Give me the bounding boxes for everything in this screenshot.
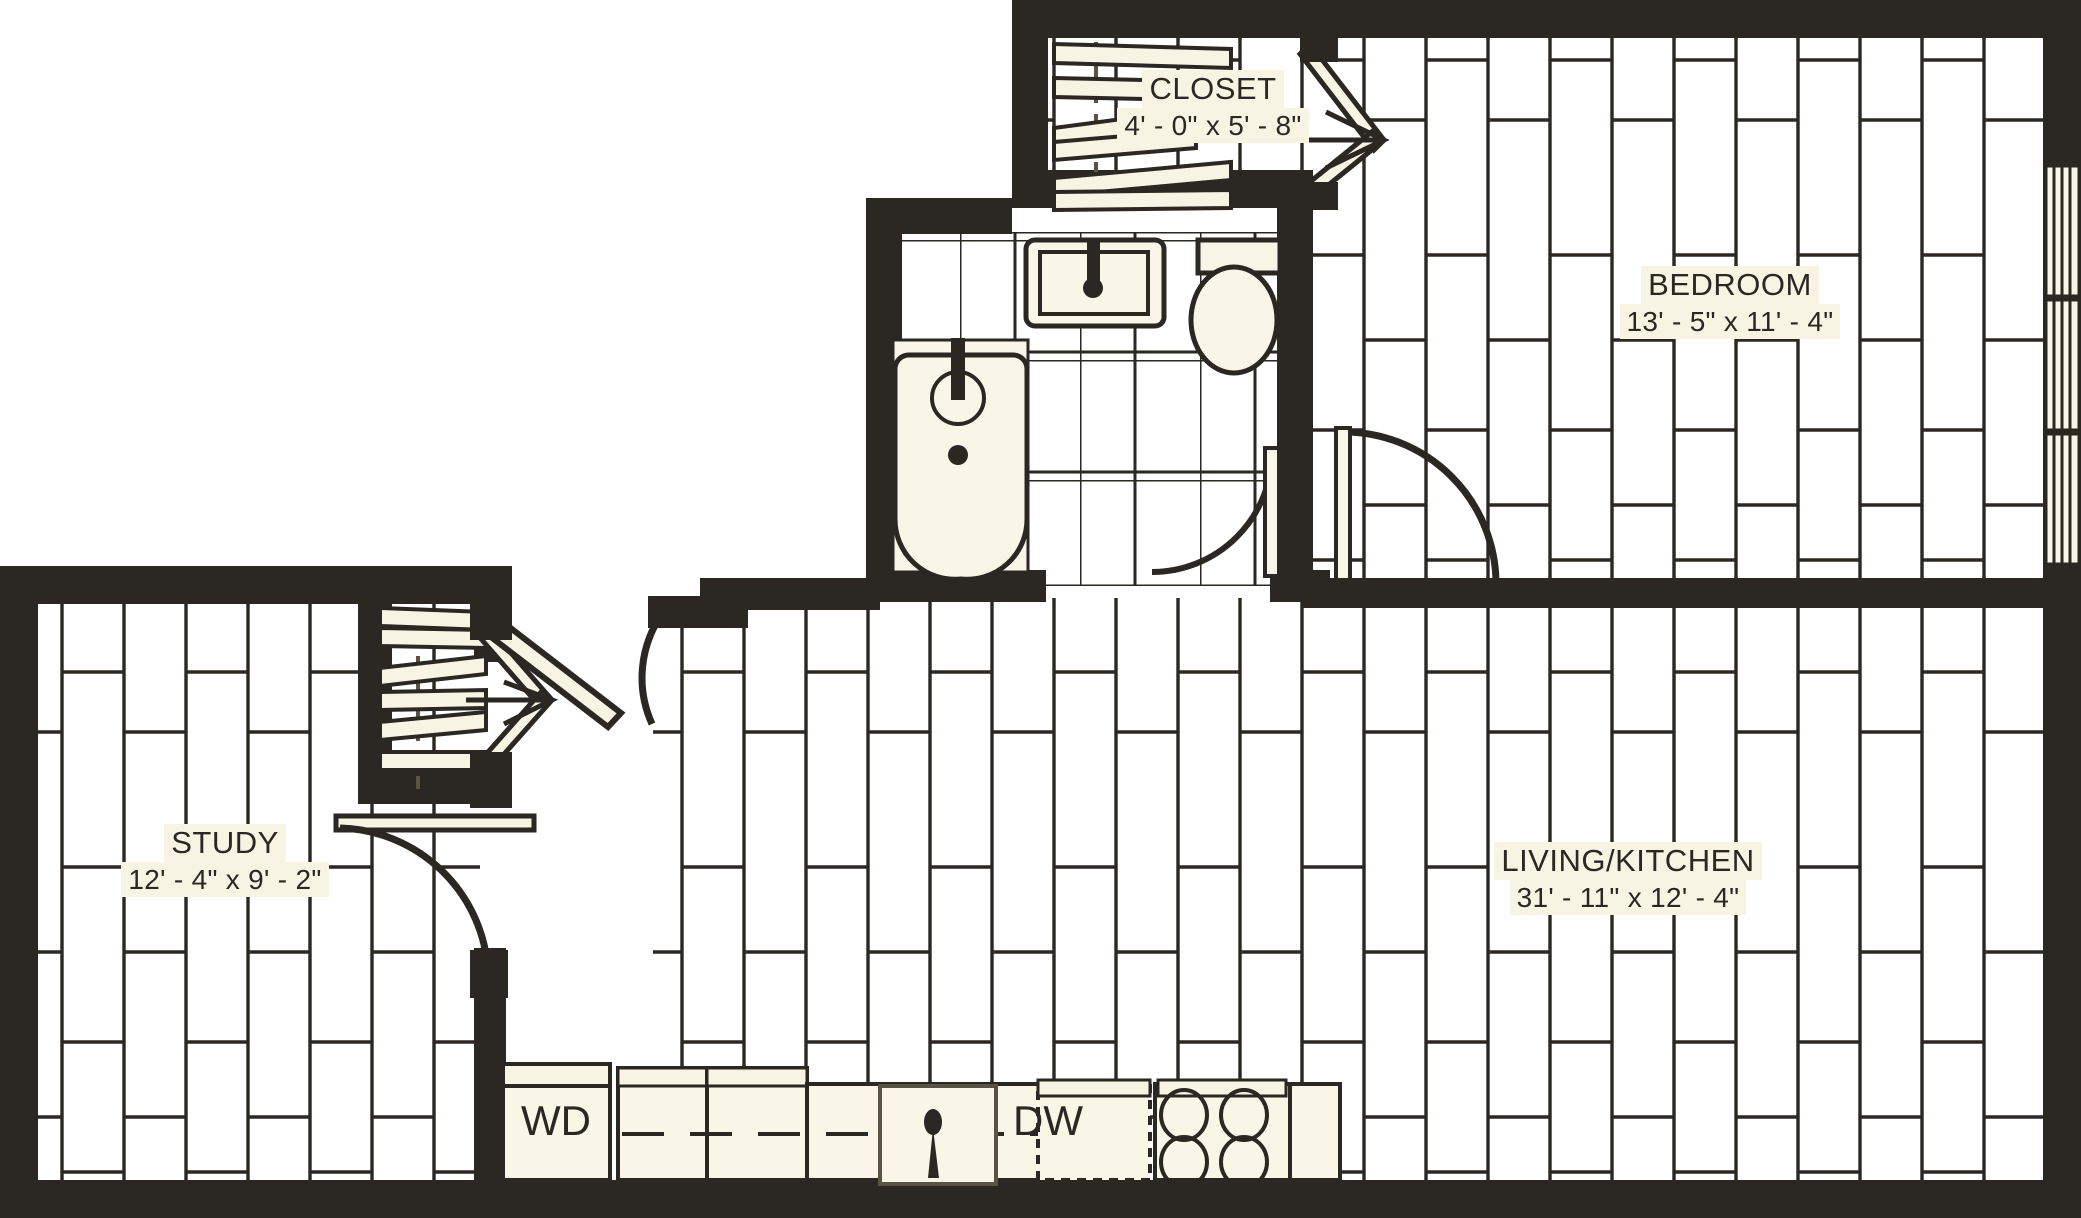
bathroom-fixtures (891, 237, 1283, 582)
cooktop (1153, 1078, 1292, 1189)
bedroom-floor (1303, 38, 2043, 586)
bathtub (891, 338, 1030, 582)
counter-end (1288, 1082, 1342, 1182)
bathroom-door[interactable] (1151, 446, 1281, 578)
bedroom-door[interactable] (1334, 426, 1500, 585)
bedroom-window-2 (2044, 298, 2081, 432)
washer-dryer (501, 1062, 612, 1182)
study-door-leaf[interactable] (333, 813, 537, 833)
dishwasher (1036, 1078, 1152, 1182)
study-closet (378, 596, 626, 808)
vanity-sink (1023, 237, 1167, 329)
kitchen-sink (878, 1084, 998, 1186)
kitchen-run (501, 1062, 1342, 1189)
floor-surfaces (38, 38, 2043, 1188)
study-door[interactable] (333, 813, 537, 998)
bedroom-window-1 (2044, 164, 2081, 298)
toilet (1188, 237, 1283, 376)
closet-shelves-study (378, 605, 488, 772)
bedroom-windows (2044, 164, 2081, 566)
entry-door[interactable] (638, 612, 665, 726)
study-door-swing-arc (339, 824, 492, 973)
study-floor (38, 598, 480, 1188)
bedroom-window-3 (2044, 432, 2081, 566)
